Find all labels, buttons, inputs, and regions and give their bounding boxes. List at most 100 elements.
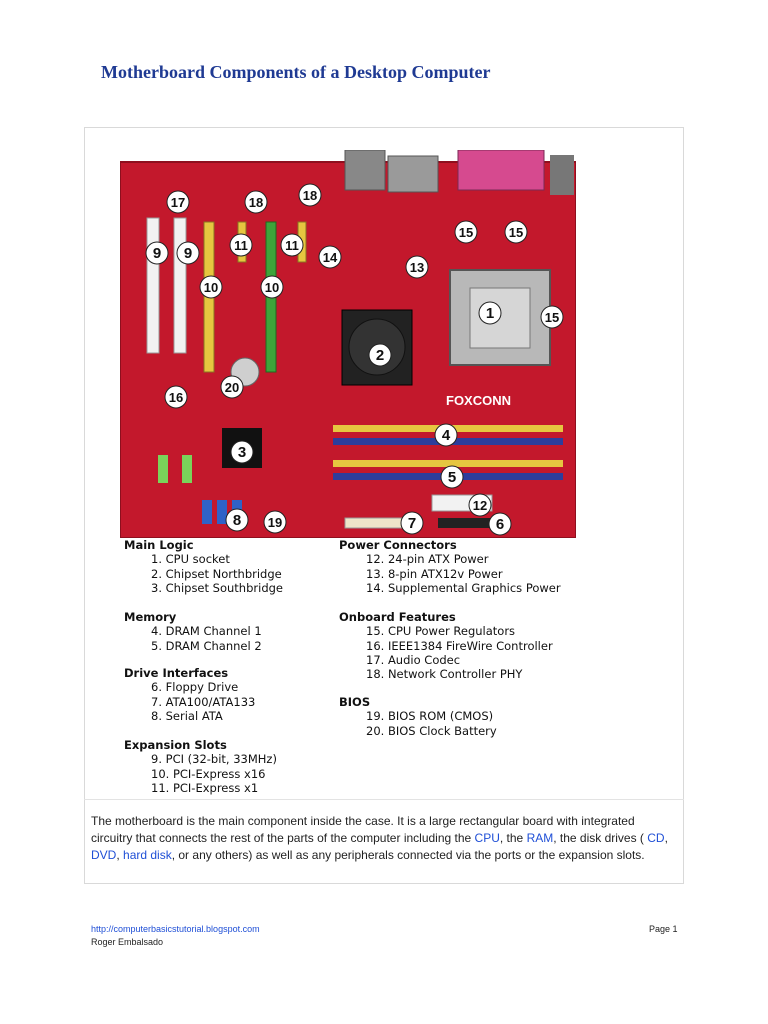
page-number: Page 1 [649,924,678,934]
footer-author: Roger Embalsado [91,937,164,947]
component-marker-13: 13 [410,260,424,275]
legend-item: 17. Audio Codec [366,652,461,667]
legend-item: 13. 8-pin ATX12v Power [366,566,503,581]
legend-heading: Memory [124,610,177,624]
marker-circle [368,343,392,367]
marker-circle [454,220,478,244]
ram-link[interactable]: RAM [526,831,554,845]
marker-circle [220,375,244,399]
legend-section-onboard-features: Onboard Features 15. CPU Power Regulator… [339,610,553,681]
legend-item: 9. PCI (32-bit, 33MHz) [151,752,277,767]
component-marker-15: 15 [509,225,523,240]
component-marker-17: 17 [171,195,185,210]
legend-heading: Onboard Features [339,610,456,624]
legend-section-power-connectors: Power Connectors 12. 24-pin ATX Power 13… [339,538,561,595]
marker-circle [229,233,253,257]
dvd-link[interactable]: DVD [91,848,117,862]
legend-heading: Drive Interfaces [124,666,229,680]
component-marker-14: 14 [323,250,338,265]
legend-section-memory: Memory 4. DRAM Channel 1 5. DRAM Channel… [124,610,262,653]
description-paragraph: The motherboard is the main component in… [91,813,676,864]
marker-circle [145,241,169,265]
marker-circle [540,305,564,329]
component-marker-18: 18 [249,195,263,210]
description-text: , the [499,831,527,845]
legend-item: 16. IEEE1384 FireWire Controller [366,638,553,653]
marker-circle [199,275,223,299]
marker-circle [405,255,429,279]
legend-item: 19. BIOS ROM (CMOS) [366,709,494,724]
marker-circle [280,233,304,257]
component-marker-2: 2 [376,347,384,364]
legend-item: 12. 24-pin ATX Power [366,552,489,567]
marker-circle [468,493,492,517]
legend-item: 6. Floppy Drive [151,680,239,695]
component-marker-10: 10 [265,280,279,295]
component-legend: Main Logic 1. CPU socket 2. Chipset Nort… [124,538,584,798]
marker-circle [244,190,268,214]
component-marker-11: 11 [234,238,248,253]
legend-item: 2. Chipset Northbridge [151,566,282,581]
component-marker-20: 20 [225,380,239,395]
marker-circle [225,508,249,532]
legend-item: 8. Serial ATA [151,708,223,723]
legend-item: 20. BIOS Clock Battery [366,723,497,738]
description-text: , or any others) as well as any peripher… [171,848,645,862]
component-marker-15: 15 [545,310,559,325]
component-marker-9: 9 [153,245,161,262]
component-marker-12: 12 [473,498,487,513]
marker-circle [230,440,254,464]
component-marker-10: 10 [204,280,218,295]
marker-circle [298,183,322,207]
legend-item: 5. DRAM Channel 2 [151,638,262,653]
legend-item: 7. ATA100/ATA133 [151,694,256,709]
marker-circle [164,385,188,409]
cpu-link[interactable]: CPU [474,831,500,845]
component-marker-7: 7 [408,515,416,532]
legend-item: 14. Supplemental Graphics Power [366,580,561,595]
legend-item: 1. CPU socket [151,552,230,567]
legend-heading: Expansion Slots [124,738,227,752]
component-marker-5: 5 [448,469,456,486]
board-brand-label: FOXCONN [446,393,511,408]
legend-item: 15. CPU Power Regulators [366,624,516,639]
marker-circle [440,465,464,489]
legend-item: 11. PCI-Express x1 [151,780,259,795]
component-marker-1: 1 [486,305,494,322]
legend-section-expansion-slots: Expansion Slots 9. PCI (32-bit, 33MHz) 1… [124,738,277,795]
description-text: , [116,848,124,862]
component-marker-16: 16 [169,390,183,405]
component-marker-3: 3 [238,444,246,461]
footer-url-link[interactable]: http://computerbasicstutorial.blogspot.c… [91,924,260,934]
legend-item: 18. Network Controller PHY [366,667,523,682]
marker-circle [478,301,502,325]
legend-item: 3. Chipset Southbridge [151,580,283,595]
description-text: , the disk drives ( [553,831,648,845]
marker-circle [176,241,200,265]
component-marker-9: 9 [184,245,192,262]
hard-disk-link[interactable]: hard disk [123,848,172,862]
legend-heading: BIOS [339,695,371,709]
marker-circle [504,220,528,244]
page-title: Motherboard Components of a Desktop Comp… [101,62,491,82]
component-marker-11: 11 [285,238,299,253]
component-marker-4: 4 [442,427,451,444]
description-text: , [664,831,668,845]
cd-link[interactable]: CD [647,831,665,845]
legend-section-drive-interfaces: Drive Interfaces 6. Floppy Drive 7. ATA1… [124,666,255,723]
legend-heading: Power Connectors [339,538,457,552]
component-marker-8: 8 [233,512,241,529]
legend-heading: Main Logic [124,538,194,552]
component-marker-6: 6 [496,516,504,533]
legend-section-bios: BIOS 19. BIOS ROM (CMOS) 20. BIOS Clock … [339,695,497,738]
marker-circle [263,510,287,534]
legend-item: 10. PCI-Express x16 [151,766,266,781]
marker-circle [260,275,284,299]
marker-circle [488,512,512,536]
section-divider [84,799,684,800]
component-marker-18: 18 [303,188,317,203]
component-marker-19: 19 [268,515,282,530]
marker-circle [434,423,458,447]
marker-circle [400,511,424,535]
